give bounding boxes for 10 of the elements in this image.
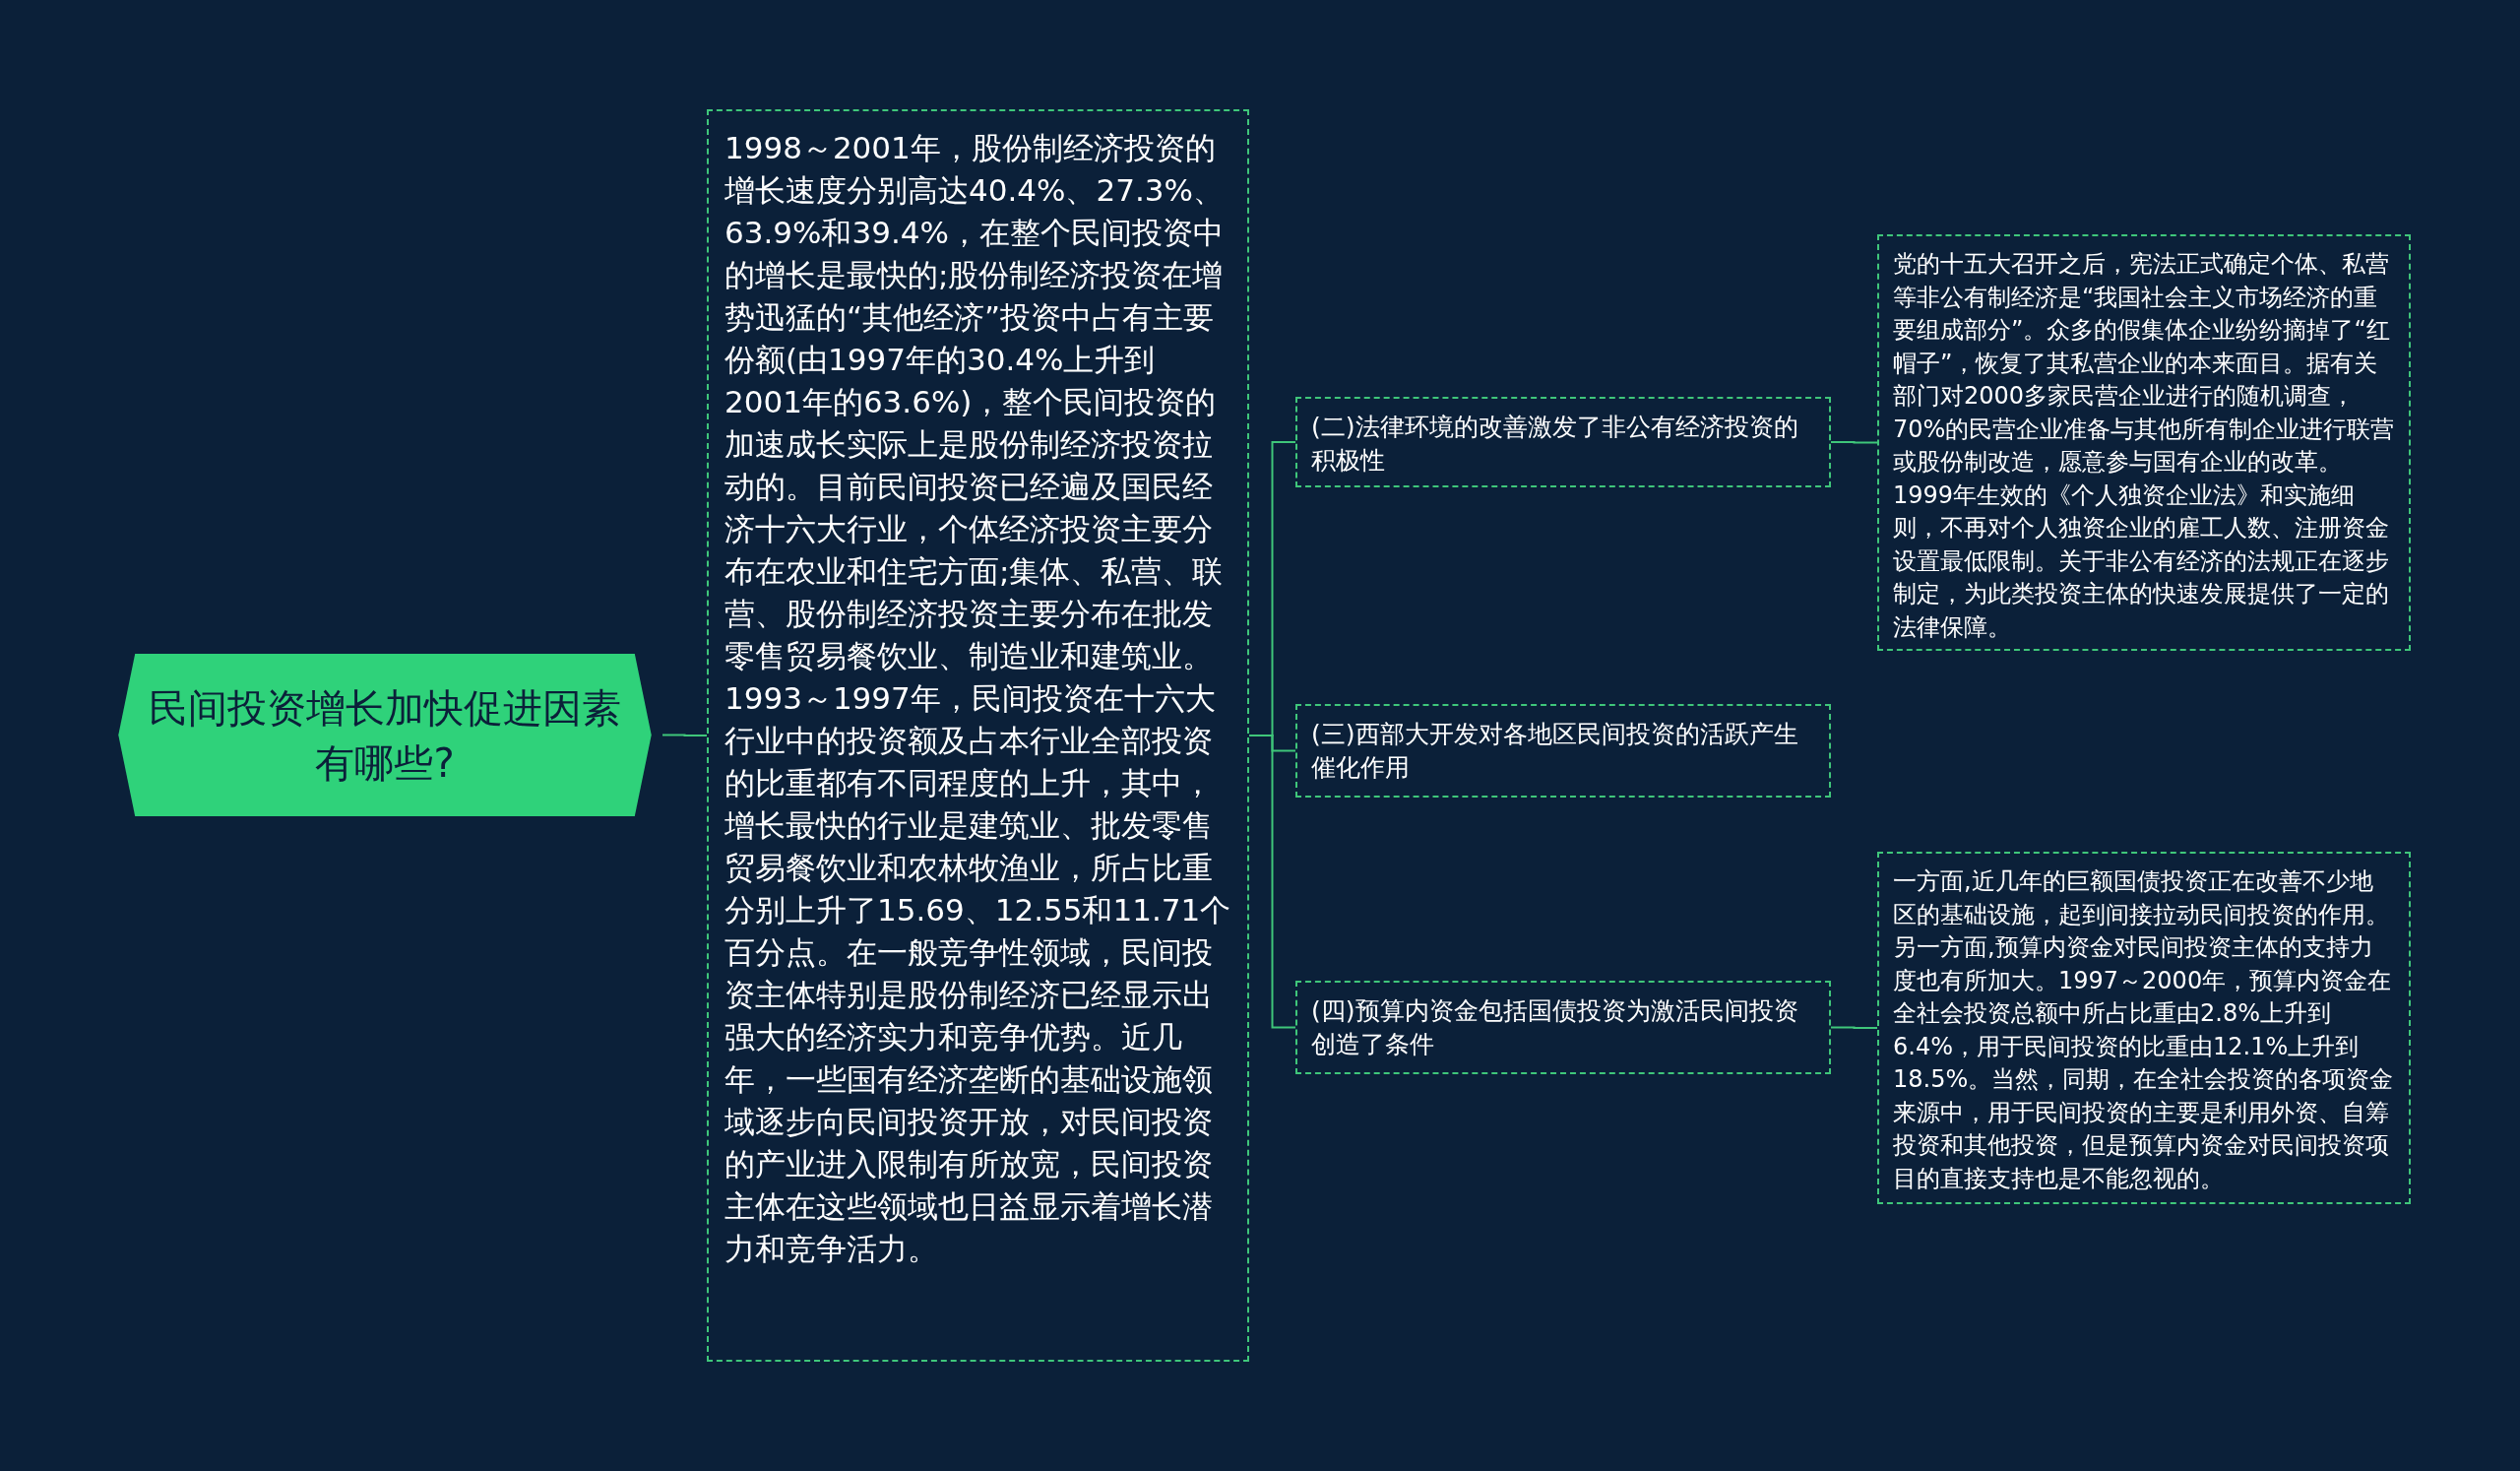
connector-line (1830, 441, 1878, 444)
topic-box: (四)预算内资金包括国债投资为激活民间投资创造了条件 (1295, 981, 1831, 1074)
connector-line (1830, 1026, 1878, 1029)
connector-line (1248, 735, 1296, 1029)
topic-box: (二)法律环境的改善激发了非公有经济投资的积极性 (1295, 397, 1831, 487)
text-box: 一方面,近几年的巨额国债投资正在改善不少地区的基础设施，起到间接拉动民间投资的作用。另一方面,预算内资金对民间投资主体的支持力度也有所加大。1997～2000年，预算内资金在全社会投资总额中所占比重由2.8%上升到6.4%，用于民间投资的比重由12.1%上升到18.5%。当然，同期，在全社会投资的各项资金来源中，用于民间投资的主要是利用外资、自筹投资和其他投资，但是预算内资金对民间投资项目的直接支持也是不能忽视的。 (1877, 852, 2411, 1204)
topic-box: (三)西部大开发对各地区民间投资的活跃产生催化作用 (1295, 704, 1831, 798)
connector-line (662, 734, 708, 736)
text-box: 党的十五大召开之后，宪法正式确定个体、私营等非公有制经济是“我国社会主义市场经济的重要组成部分”。众多的假集体企业纷纷摘掉了“红帽子”，恢复了其私营企业的本来面目。据有关部门对2000多家民营企业进行的随机调查，70%的民营企业准备与其他所有制企业进行联营或股份制改造，愿意参与国有企业的改革。1999年生效的《个人独资企业法》和实施细则，不再对个人独资企业的雇工人数、注册资金设置最低限制。关于非公有经济的法规正在逐步制定，为此类投资主体的快速发展提供了一定的法律保障。 (1877, 234, 2411, 651)
text-box: 1998～2001年，股份制经济投资的增长速度分别高达40.4%、27.3%、63.9%和39.4%，在整个民间投资中的增长是最快的;股份制经济投资在增势迅猛的“其他经济”投资中占有主要份额(由1997年的30.4%上升到2001年的63.6%)，整个民间投资的加速成长实际上是股份制经济投资拉动的。目前民间投资已经遍及国民经济十六大行业，个体经济投资主要分布在农业和住宅方面;集体、私营、联营、股份制经济投资主要分布在批发零售贸易餐饮业、制造业和建筑业。1993～1997年，民间投资在十六大行业中的投资额及占本行业全部投资的比重都有不同程度的上升，其中，增长最快的行业是建筑业、批发零售贸易餐饮业和农林牧渔业，所占比重分别上升了15.69、12.55和11.71个百分点。在一般竞争性领域，民间投资主体特别是股份制经济已经显示出强大的经济实力和竞争优势。近几年，一些国有经济垄断的基础设施领域逐步向民间投资开放，对民间投资的产业进入限制有所放宽，民间投资主体在这些领域也日益显示着增长潜力和竞争活力。 (707, 109, 1249, 1362)
